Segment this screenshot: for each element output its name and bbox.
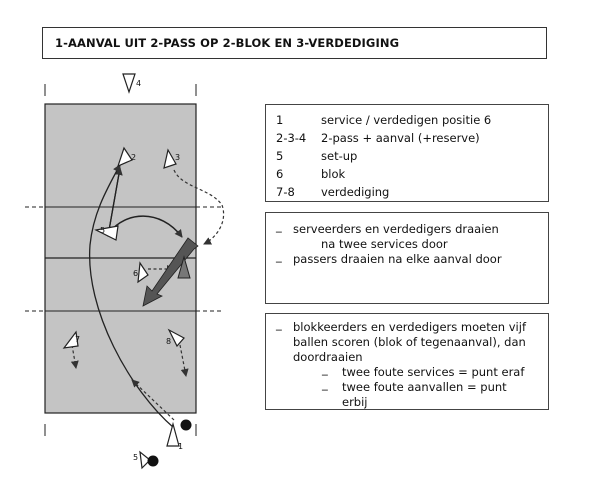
player-5b-label: 5	[133, 453, 138, 462]
player-5-label: 5	[100, 226, 105, 235]
player-5-triangle	[94, 225, 119, 241]
path-1-dashed	[131, 379, 175, 421]
bullet: _	[276, 219, 282, 233]
note-line: twee foute aanvallen = punt	[342, 380, 507, 394]
player-7-label: 7	[75, 335, 80, 344]
player-4-label: 4	[136, 79, 141, 88]
player-5b-triangle	[139, 450, 151, 470]
path-5-to-2	[107, 167, 123, 237]
page-title: 1-AANVAL UIT 2-PASS OP 2-BLOK EN 3-VERDE…	[55, 36, 400, 50]
player-4-triangle	[122, 73, 136, 94]
player-2-triangle	[117, 146, 133, 168]
ball-1	[180, 419, 192, 431]
player-8-triangle	[167, 328, 185, 348]
legend-desc: 2-pass + aanval (+reserve)	[321, 131, 480, 145]
player-1-label: 1	[178, 442, 183, 451]
player-8-label: 8	[166, 337, 171, 346]
bullet: _	[322, 362, 328, 376]
path-serve	[89, 164, 175, 429]
legend-num: 1	[276, 113, 284, 127]
note-line: serveerders en verdedigers draaien	[293, 222, 499, 236]
note-line: na twee services door	[321, 237, 448, 251]
legend-num: 6	[276, 167, 284, 181]
note-line: blokkeerders en verdedigers moeten vijf	[293, 320, 526, 334]
player-3-label: 3	[175, 153, 180, 162]
legend-num: 5	[276, 149, 284, 163]
note-line: ballen scoren (blok of tegenaanval), dan	[293, 335, 526, 349]
legend-num: 2-3-4	[276, 131, 307, 145]
legend-desc: verdediging	[321, 185, 390, 199]
ball-2	[147, 455, 159, 467]
player-3-triangle	[163, 148, 177, 169]
note-line: erbij	[342, 395, 368, 409]
bullet: _	[276, 249, 282, 263]
title-box: 1-AANVAL UIT 2-PASS OP 2-BLOK EN 3-VERDE…	[42, 27, 547, 59]
bullet: _	[322, 377, 328, 391]
note-line: twee foute services = punt eraf	[342, 365, 525, 379]
note-line: passers draaien na elke aanval door	[293, 252, 502, 266]
legend-desc: service / verdedigen positie 6	[321, 113, 492, 127]
player-6-triangle	[137, 261, 149, 284]
player-1-triangle	[166, 421, 180, 447]
blocker-marker	[177, 255, 191, 279]
scoring-note-box: _ blokkeerders en verdedigers moeten vij…	[265, 313, 549, 410]
legend-box: 1 service / verdedigen positie 6 2-3-4 2…	[265, 104, 549, 202]
player-2-label: 2	[131, 153, 136, 162]
rotation-note-box: _ serveerders en verdedigers draaien na …	[265, 212, 549, 304]
path-7	[70, 344, 79, 369]
player-7-triangle	[62, 330, 79, 349]
legend-desc: set-up	[321, 149, 358, 163]
legend-num: 7-8	[276, 185, 295, 199]
bullet: _	[276, 317, 282, 331]
note-line: doordraaien	[293, 350, 363, 364]
player-6-label: 6	[133, 269, 138, 278]
legend-desc: blok	[321, 167, 346, 181]
